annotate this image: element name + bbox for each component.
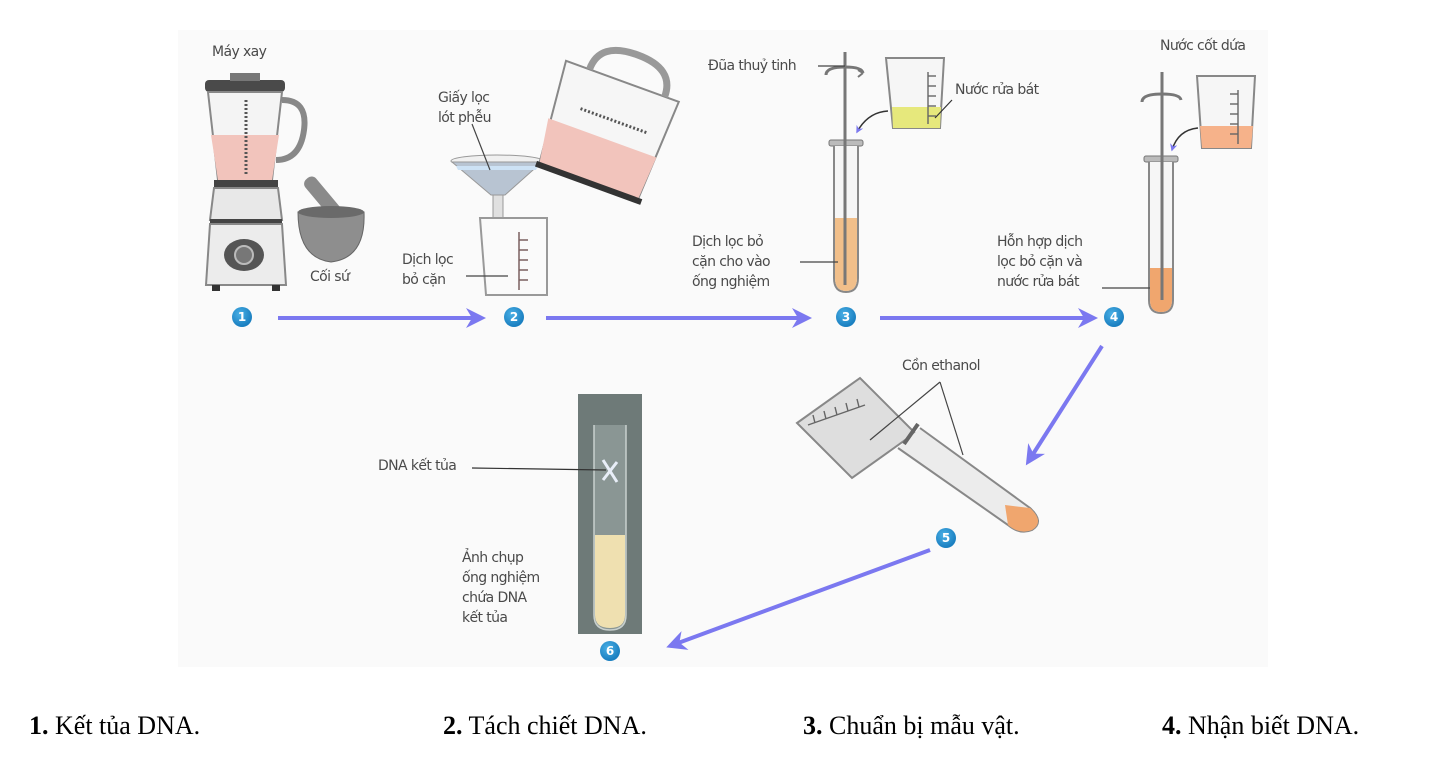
photo-caption-label: Ảnh chụp ống nghiệm chứa DNA kết tủa	[462, 550, 540, 626]
mortar-pestle-icon	[297, 176, 365, 263]
option-2: 2. Tách chiết DNA.	[443, 711, 647, 741]
pineapple-juice-label: Nước cốt dứa	[1160, 38, 1246, 54]
dna-precipitate-label: DNA kết tủa	[378, 458, 457, 474]
step-badge-2: 2	[504, 307, 524, 327]
dna-photo	[471, 394, 642, 634]
option-1-number: 1.	[29, 711, 49, 740]
step-badge-5: 5	[936, 528, 956, 548]
option-4-text: Nhận biết DNA.	[1181, 711, 1360, 740]
option-2-text: Tách chiết DNA.	[462, 711, 647, 740]
juice-beaker-icon	[1170, 75, 1257, 152]
option-3: 3. Chuẩn bị mẫu vật.	[803, 711, 1020, 741]
option-1: 1. Kết tủa DNA.	[29, 711, 200, 741]
soap-beaker-icon	[856, 57, 953, 134]
mixture-label: Hỗn hợp dịch lọc bỏ cặn và nước rửa bát	[997, 234, 1083, 290]
diagram-panel	[178, 30, 1268, 667]
step-badge-1: 1	[232, 307, 252, 327]
option-3-number: 3.	[803, 711, 823, 740]
step-badge-6: 6	[600, 641, 620, 661]
option-1-text: Kết tủa DNA.	[48, 711, 201, 740]
filtrate-in-tube-label: Dịch lọc bỏ cặn cho vào ống nghiệm	[692, 234, 771, 290]
ethanol-label: Cồn ethanol	[902, 358, 981, 374]
step-badge-4: 4	[1104, 307, 1124, 327]
step-badge-3: 3	[836, 307, 856, 327]
funnel-beaker-icon	[450, 123, 548, 296]
arrow-5-to-6	[666, 548, 931, 650]
test-tube-3-icon	[800, 52, 865, 294]
mortar-label: Cối sứ	[310, 269, 350, 285]
ethanol-pour-icon	[795, 376, 1039, 533]
option-4: 4. Nhận biết DNA.	[1162, 711, 1359, 741]
arrow-4-to-5	[1025, 344, 1104, 466]
pouring-jug-icon	[534, 46, 681, 205]
option-3-text: Chuẩn bị mẫu vật.	[822, 711, 1020, 740]
blender-icon	[204, 73, 308, 291]
dish-soap-label: Nước rửa bát	[955, 82, 1039, 98]
glass-rod-label: Đũa thuỷ tinh	[708, 58, 797, 74]
option-4-number: 4.	[1162, 711, 1182, 740]
process-arrows	[278, 308, 1104, 650]
filtrate-label: Dịch lọc bỏ cặn	[402, 252, 454, 288]
filter-paper-label: Giấy lọc lót phễu	[438, 90, 491, 126]
blender-label: Máy xay	[212, 44, 267, 60]
test-tube-4-icon	[1102, 72, 1183, 315]
option-2-number: 2.	[443, 711, 463, 740]
